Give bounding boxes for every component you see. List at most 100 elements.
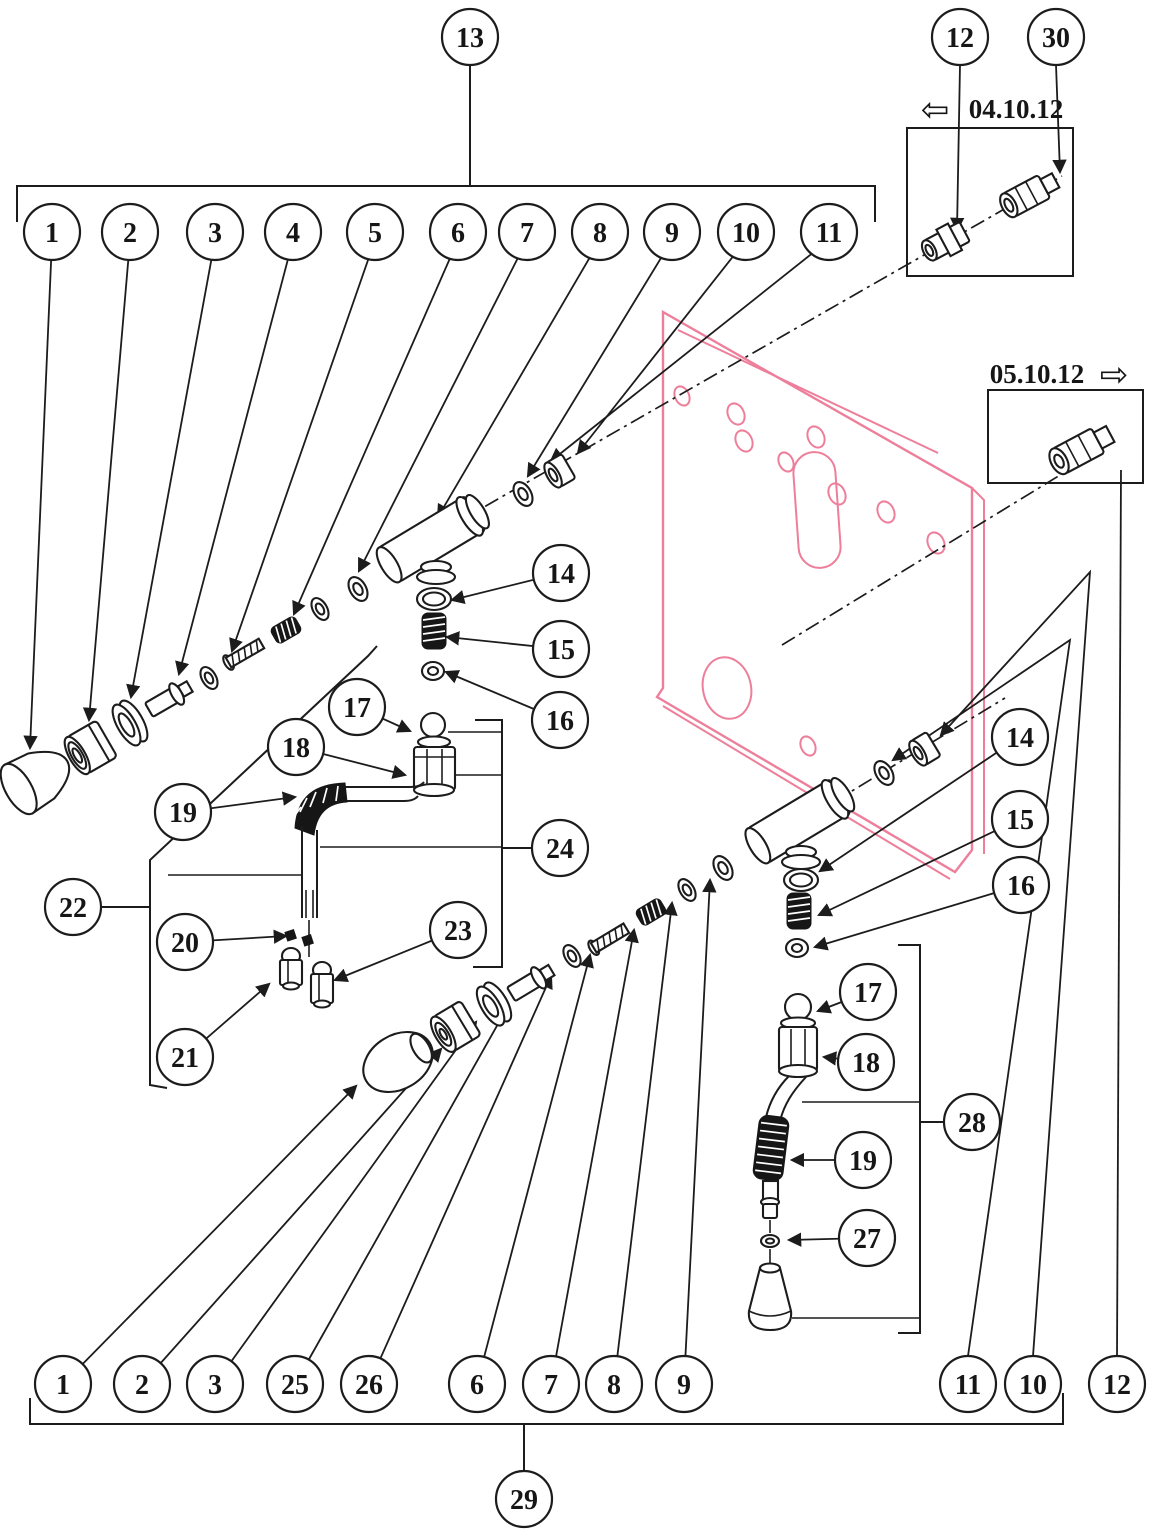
tee-fitting-right: [744, 777, 856, 871]
ball-end-17b: [783, 992, 813, 1022]
balloon-circle: [100, 202, 160, 262]
balloon-13: 13: [440, 7, 500, 67]
balloon-26: 26: [339, 1354, 399, 1414]
balloon-label: 4: [286, 218, 300, 249]
balloon-circle: [833, 1130, 893, 1190]
balloon-label: 18: [852, 1048, 880, 1079]
ferrule-20: [284, 929, 297, 942]
plug-cap-upper: [0, 750, 71, 816]
next-section-arrow-icon: ⇨: [1100, 355, 1129, 395]
balloon-14-right: 14: [990, 707, 1050, 767]
balloon-circle: [155, 1027, 215, 1087]
balloon-8-bottom: 8: [584, 1354, 644, 1414]
washer-on-axis-11: [873, 760, 895, 786]
cone-nozzle: [747, 1262, 793, 1332]
balloon-label: 2: [135, 1370, 149, 1401]
bracket-group-29: [29, 1393, 1064, 1425]
balloon-8-top: 8: [570, 202, 630, 262]
nut-left-16: [420, 660, 446, 682]
balloon-label: 21: [171, 1043, 199, 1074]
balloon-23: 23: [428, 900, 488, 960]
balloon-15-right: 15: [990, 789, 1050, 849]
flange-ring-lower: [475, 981, 513, 1027]
washer-27: [759, 1233, 781, 1249]
union-nut-lower: [429, 1001, 481, 1053]
balloon-10-bottom: 10: [1003, 1354, 1063, 1414]
balloon-label: 29: [510, 1485, 538, 1516]
callout-box-05-10-12: [987, 389, 1144, 484]
tee-fitting-left: [375, 493, 490, 586]
balloon-16-right: 16: [991, 855, 1051, 915]
balloon-2-top: 2: [100, 202, 160, 262]
valve-stem-upper: [144, 679, 195, 718]
small-fitting-23: [309, 960, 335, 1009]
balloon-1-top: 1: [22, 202, 82, 262]
balloon-circle: [447, 1354, 507, 1414]
balloon-circle: [654, 1354, 714, 1414]
date-callout-right: 05.10.12 ⇨: [990, 355, 1129, 395]
balloon-circle: [531, 543, 591, 603]
bracket-group-22: [149, 645, 378, 1089]
balloon-label: 17: [343, 693, 371, 724]
balloon-6-top: 6: [428, 202, 488, 262]
balloon-label: 9: [665, 218, 679, 249]
balloon-circle: [440, 7, 500, 67]
balloon-29: 29: [494, 1469, 554, 1529]
spring-upper: [270, 616, 302, 644]
balloon-12-top: 12: [930, 7, 990, 67]
balloon-6-bottom: 6: [447, 1354, 507, 1414]
balloon-circle: [990, 789, 1050, 849]
balloon-label: 16: [1007, 871, 1035, 902]
balloon-label: 1: [45, 218, 59, 249]
balloon-label: 7: [520, 218, 534, 249]
corrugated-hose-19b: [752, 1114, 790, 1182]
nut-on-axis-10: [543, 453, 576, 489]
balloon-circle: [990, 707, 1050, 767]
balloon-label: 10: [1019, 1370, 1047, 1401]
balloon-label: 16: [546, 706, 574, 737]
balloon-circle: [642, 202, 702, 262]
balloon-circle: [531, 619, 591, 679]
balloon-circle: [530, 818, 590, 878]
balloon-label: 12: [1103, 1370, 1131, 1401]
balloon-19-left: 19: [153, 782, 213, 842]
balloon-circle: [930, 7, 990, 67]
balloon-circle: [570, 202, 630, 262]
spring-right-15: [786, 892, 812, 930]
date-callout-left: ⇦ 04.10.12: [921, 90, 1064, 130]
balloon-label: 3: [208, 218, 222, 249]
spring-lower: [635, 898, 667, 926]
balloon-label: 28: [958, 1108, 986, 1139]
balloon-3-top: 3: [185, 202, 245, 262]
group-brackets: [16, 65, 1144, 1471]
balloon-circle: [33, 1354, 93, 1414]
balloon-label: 15: [1006, 805, 1034, 836]
washer-lower-8: [677, 878, 697, 902]
balloon-17-right: 17: [838, 962, 898, 1022]
balloon-circle: [942, 1092, 1002, 1152]
small-fitting-21: [278, 946, 304, 991]
balloon-label: 22: [59, 893, 87, 924]
balloon-circle: [716, 202, 776, 262]
balloon-label: 17: [854, 978, 882, 1009]
balloon-circle: [265, 1354, 325, 1414]
union-nut-upper: [63, 720, 117, 776]
balloon-28: 28: [942, 1092, 1002, 1152]
balloon-label: 26: [355, 1370, 383, 1401]
balloon-label: 23: [444, 916, 472, 947]
elbow-fitting-assembly-left: [278, 711, 457, 1009]
valve-stem-lower-25: [506, 963, 556, 1002]
balloon-label: 14: [1006, 723, 1034, 754]
balloon-label: 9: [677, 1370, 691, 1401]
balloon-21: 21: [155, 1027, 215, 1087]
balloon-15-left: 15: [531, 619, 591, 679]
balloon-circle: [521, 1354, 581, 1414]
union-fitting-12: [920, 221, 971, 262]
flange-ring-upper: [111, 699, 149, 747]
callout-balloons: 13 1 2 3 4 5 6 7 8 9 10 11 12 30 14 15 1…: [22, 7, 1147, 1529]
balloon-19-right: 19: [833, 1130, 893, 1190]
callout-box-04-10-12: [906, 127, 1074, 277]
balloon-label: 11: [816, 218, 842, 249]
balloon-circle: [428, 202, 488, 262]
ball-end-17: [419, 711, 447, 739]
